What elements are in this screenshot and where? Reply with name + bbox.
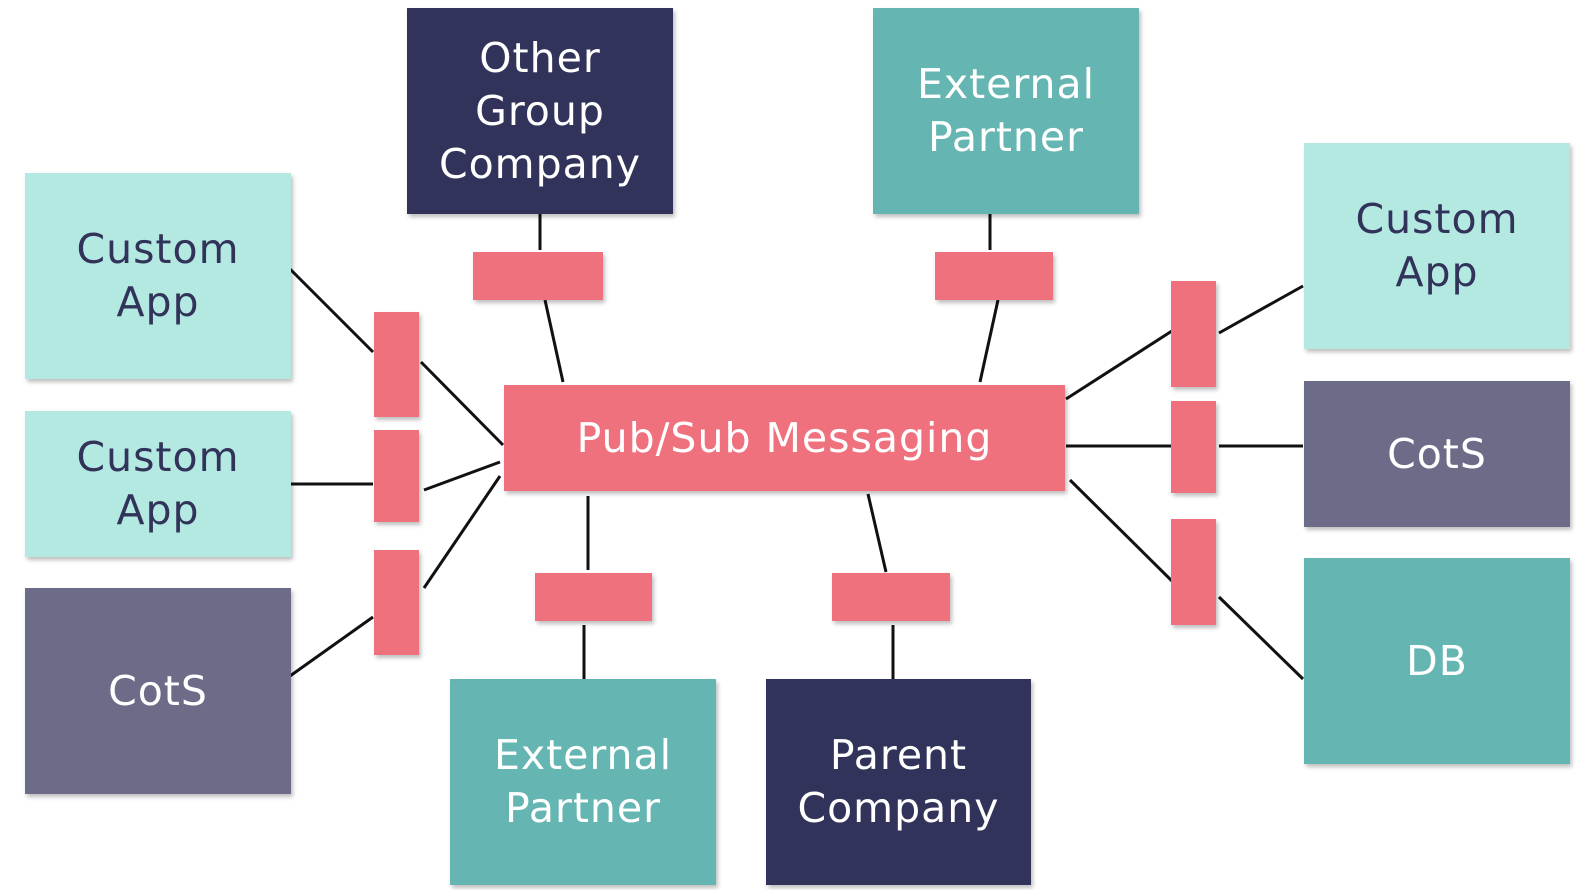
adapter-other-group-company	[473, 252, 603, 300]
connector-line	[543, 299, 565, 383]
node-label: CotS	[1387, 429, 1487, 478]
adapter-external-partner-bottom	[535, 573, 652, 621]
node-label: CotS	[108, 666, 208, 715]
adapter-cots-right	[1171, 401, 1216, 493]
connector-line	[866, 493, 888, 573]
connector-line	[1068, 478, 1177, 586]
adapter-db	[1171, 519, 1216, 625]
cots-left-node[interactable]: CotS	[25, 588, 291, 794]
cots-right-node[interactable]: CotS	[1304, 381, 1570, 527]
connector-line	[1065, 327, 1176, 401]
connector-line	[423, 460, 501, 492]
node-label: Parent Company	[797, 731, 1000, 832]
custom-app-right-node[interactable]: Custom App	[1304, 143, 1570, 349]
custom-app-left-2-node[interactable]: Custom App	[25, 411, 291, 557]
adapter-custom-app-left-2	[374, 430, 419, 522]
node-label: DB	[1406, 636, 1468, 685]
connector-line	[978, 299, 1000, 383]
hub-label: Pub/Sub Messaging	[576, 413, 993, 462]
pubsub-messaging-hub[interactable]: Pub/Sub Messaging	[504, 385, 1065, 491]
connector-line	[289, 615, 374, 678]
parent-company-node[interactable]: Parent Company	[766, 679, 1031, 885]
node-label: Custom App	[76, 433, 240, 534]
adapter-custom-app-left-1	[374, 312, 419, 417]
adapter-parent-company	[832, 573, 950, 621]
connector-line	[288, 267, 375, 354]
connector-line	[419, 360, 505, 447]
connector-line	[1217, 595, 1305, 681]
external-partner-top-node[interactable]: External Partner	[873, 8, 1139, 214]
connector-line	[422, 475, 502, 589]
db-node[interactable]: DB	[1304, 558, 1570, 764]
node-label: External Partner	[493, 731, 673, 832]
adapter-cots-left	[374, 550, 419, 655]
node-label: Custom App	[76, 225, 240, 326]
other-group-company-node[interactable]: Other Group Company	[407, 8, 673, 214]
custom-app-left-1-node[interactable]: Custom App	[25, 173, 291, 379]
external-partner-bottom-node[interactable]: External Partner	[450, 679, 716, 885]
adapter-custom-app-right	[1171, 281, 1216, 387]
node-label: Custom App	[1355, 195, 1519, 296]
adapter-external-partner-top	[935, 252, 1053, 300]
connector-line	[1218, 284, 1304, 335]
node-label: External Partner	[916, 60, 1096, 161]
node-label: Other Group Company	[438, 33, 642, 188]
